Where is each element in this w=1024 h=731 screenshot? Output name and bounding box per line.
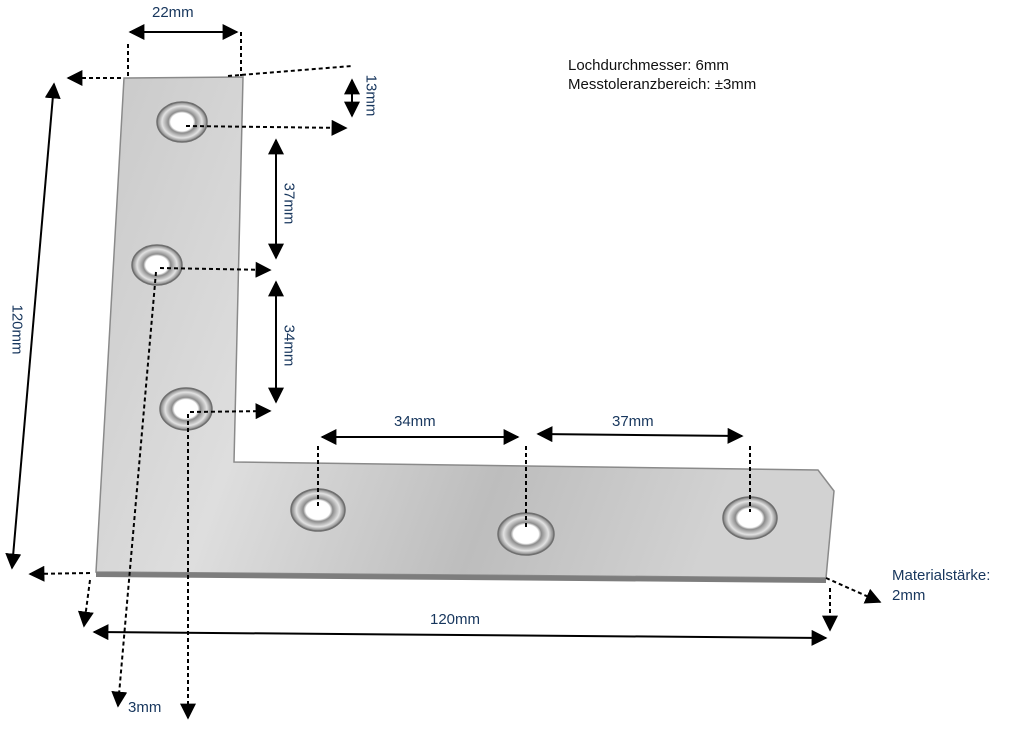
hole-2 (131, 244, 183, 286)
material-thickness-value: 2mm (892, 587, 926, 604)
hole-diameter-note: Lochdurchmesser: 6mm (568, 57, 729, 74)
material-thickness-label: Materialstärke: (892, 567, 991, 584)
bracket-edge (96, 572, 826, 583)
hole-3 (159, 387, 213, 431)
total-width-label: 120mm (430, 611, 481, 628)
top-width-label: 22mm (152, 4, 194, 21)
dimension-lines (5, 24, 882, 720)
horiz-spacing-right-label: 37mm (612, 413, 654, 430)
bracket-plate (95, 76, 835, 579)
total-height-label: 120mm (8, 304, 26, 355)
tolerance-note: Messtoleranzbereich: ±3mm (568, 76, 757, 93)
horiz-spacing-left-label: 34mm (394, 413, 436, 430)
vert-spacing-upper-label: 37mm (280, 182, 298, 225)
top-hole-offset-label: 13mm (362, 74, 380, 117)
edge-offset-label: 3mm (128, 699, 162, 716)
hole-1 (156, 101, 208, 143)
vert-spacing-lower-label: 34mm (280, 324, 298, 367)
